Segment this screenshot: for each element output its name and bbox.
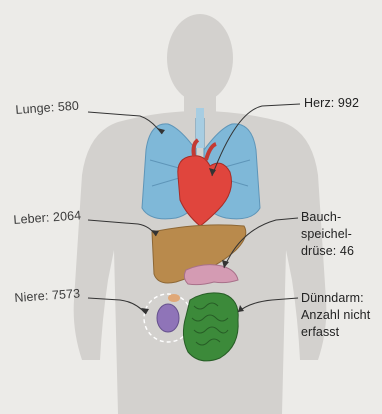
label-bauch-line2: speichel- bbox=[301, 226, 354, 243]
label-bauchspeicheldruese: Bauch- speichel- drüse: 46 bbox=[301, 209, 354, 260]
label-duenn-line2: Anzahl nicht bbox=[301, 307, 370, 324]
label-bauch-line3: drüse: 46 bbox=[301, 243, 354, 260]
kidney-icon bbox=[157, 304, 179, 332]
label-bauch-line1: Bauch- bbox=[301, 209, 354, 226]
label-duenn-line3: erfasst bbox=[301, 324, 370, 341]
label-herz: Herz: 992 bbox=[304, 96, 359, 110]
adrenal-icon bbox=[168, 294, 180, 302]
label-duenndarm: Dünndarm: Anzahl nicht erfasst bbox=[301, 290, 370, 341]
label-duenn-line1: Dünndarm: bbox=[301, 290, 370, 307]
